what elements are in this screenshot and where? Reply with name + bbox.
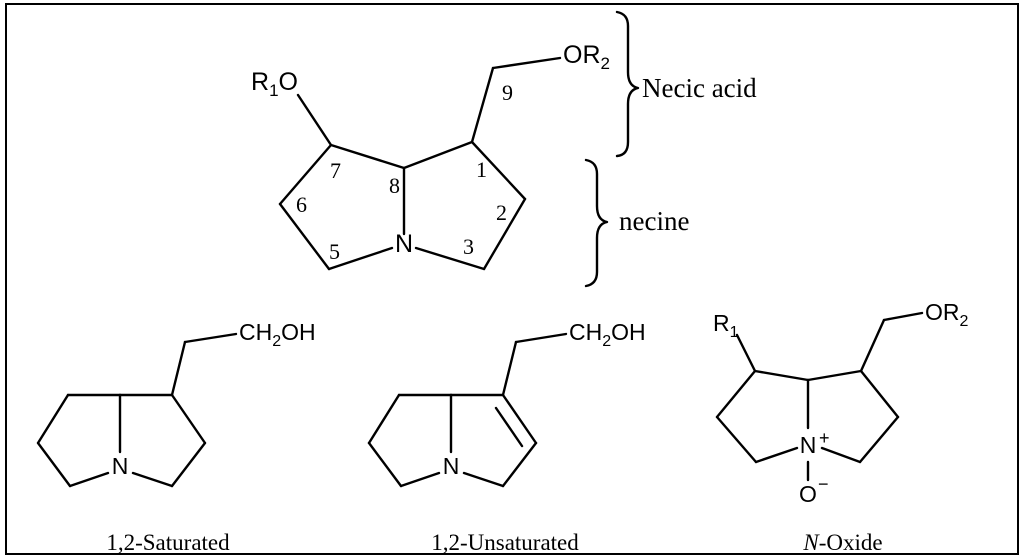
saturated-bonds (36, 332, 238, 488)
n-oxide-minus-charge: − (818, 474, 829, 494)
n-oxide-or2-subscript: 2 (960, 313, 969, 330)
n-oxide-oxygen-label: O (799, 481, 817, 507)
n-oxide-bonds (715, 311, 924, 482)
n-oxide-caption-italic: N (802, 530, 820, 555)
top-or2-main: OR (563, 41, 601, 69)
n-oxide-caption-rest: -Oxide (819, 530, 883, 555)
top-r1o-label: R1O (251, 68, 298, 100)
n-oxide-r1-subscript: 1 (730, 324, 739, 341)
unsaturated-ch2oh-label: CH2OH (569, 319, 646, 350)
n-oxide-plus-charge: + (819, 428, 830, 448)
position-numbers: 1 2 3 5 6 7 8 9 (296, 80, 513, 264)
necine-label: necine (619, 206, 689, 236)
unsaturated-caption: 1,2-Unsaturated (431, 530, 579, 555)
n-oxide-or2-label: OR2 (925, 299, 969, 330)
top-r1o-main: R (251, 68, 269, 96)
n-oxide-r1-main: R (713, 310, 730, 336)
saturated-structure: N CH2OH 1,2-Saturated (36, 319, 316, 555)
saturated-ch2oh-pre: CH (239, 319, 272, 345)
unsaturated-ch2oh-pre: CH (569, 319, 602, 345)
unsaturated-bonds (367, 332, 568, 488)
top-r1o-tail: O (279, 68, 298, 96)
position-number-9: 9 (502, 80, 513, 105)
position-number-1: 1 (476, 157, 487, 182)
saturated-ch2oh-post: OH (281, 319, 316, 345)
unsaturated-double-bond (494, 406, 524, 448)
top-structure: N R1O OR2 1 2 3 5 6 7 8 9 Necic acid nec… (251, 10, 757, 288)
saturated-ch2oh-label: CH2OH (239, 319, 316, 350)
n-oxide-or2-main: OR (925, 299, 960, 325)
top-or2-subscript: 2 (601, 54, 610, 73)
top-r1o-subscript: 1 (269, 81, 278, 100)
unsaturated-ch2oh-post: OH (611, 319, 646, 345)
saturated-ch2oh-subscript: 2 (272, 333, 281, 350)
top-structure-bonds (278, 56, 562, 271)
saturated-nitrogen-label: N (112, 453, 129, 479)
top-or2-label: OR2 (563, 41, 610, 73)
position-number-7: 7 (330, 158, 341, 183)
n-oxide-caption: N-Oxide (802, 530, 882, 555)
n-oxide-r1-label: R1 (713, 310, 739, 341)
unsaturated-ch2oh-subscript: 2 (602, 333, 611, 350)
saturated-caption: 1,2-Saturated (106, 530, 230, 555)
unsaturated-nitrogen-label: N (443, 453, 460, 479)
necic-acid-brace (615, 10, 640, 158)
necic-acid-label: Necic acid (642, 73, 757, 103)
figure-border (5, 3, 1019, 555)
position-number-5: 5 (329, 239, 340, 264)
n-oxide-structure: N + O − R1 OR2 N-Oxide (713, 299, 969, 555)
position-number-3: 3 (463, 234, 474, 259)
unsaturated-structure: N CH2OH 1,2-Unsaturated (367, 319, 646, 555)
necine-brace (584, 158, 609, 288)
position-number-2: 2 (496, 200, 507, 225)
position-number-8: 8 (389, 173, 400, 198)
top-nitrogen-label: N (395, 230, 413, 258)
position-number-6: 6 (296, 192, 307, 217)
n-oxide-nitrogen-label: N (800, 432, 817, 458)
